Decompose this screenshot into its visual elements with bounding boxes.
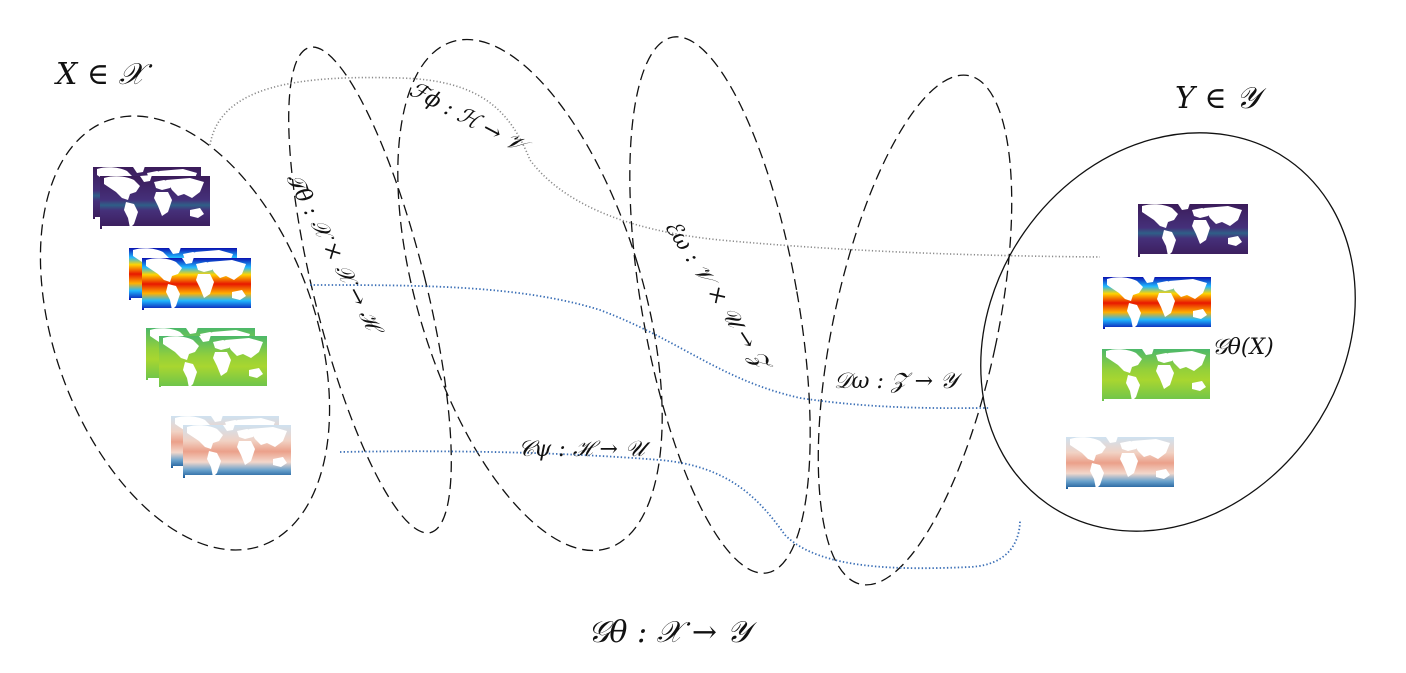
forecast-operator-ellipse (397, 38, 663, 552)
prediction-label: 𝒢θ(X) (1212, 335, 1274, 360)
lifting-operator-label: 𝒯θ : 𝒳 × 𝒳 → ℋ (281, 169, 389, 342)
decoder-operator-ellipse (817, 74, 1013, 586)
output-space-ellipse (980, 132, 1356, 532)
encoder-operator-ellipse (629, 36, 811, 574)
grey-connector-top (209, 76, 1101, 258)
output-map-green (1102, 348, 1212, 403)
classifier-operator-label: 𝒞ψ : ℋ → 𝒰 (518, 437, 651, 462)
overall-map-label: 𝒢θ : 𝒳 → 𝒴 (588, 615, 758, 650)
forecast-operator-label: ℱϕ : ℋ → 𝒱 (405, 77, 534, 161)
input-map-viridis (93, 166, 210, 230)
input-map-jet (129, 247, 252, 312)
input-set-label: X ∈ 𝒳 (54, 57, 153, 92)
blue-connector-bottom (339, 450, 1021, 570)
lifting-operator-ellipse (288, 46, 452, 534)
decoder-operator-label: 𝒟ω : 𝒵 → 𝒴 (834, 369, 963, 394)
output-map-viridis (1138, 203, 1248, 258)
encoder-operator-label: ℰω : 𝒱 × 𝒰 → 𝒵 (659, 216, 777, 379)
output-map-jet (1103, 276, 1213, 331)
input-map-rdbu (171, 415, 293, 479)
output-map-rdbu (1066, 436, 1176, 491)
input-map-green (146, 327, 269, 390)
output-set-label: Y ∈ 𝒴 (1175, 81, 1267, 116)
blue-connector-middle (309, 284, 991, 410)
input-space-ellipse (39, 115, 331, 551)
